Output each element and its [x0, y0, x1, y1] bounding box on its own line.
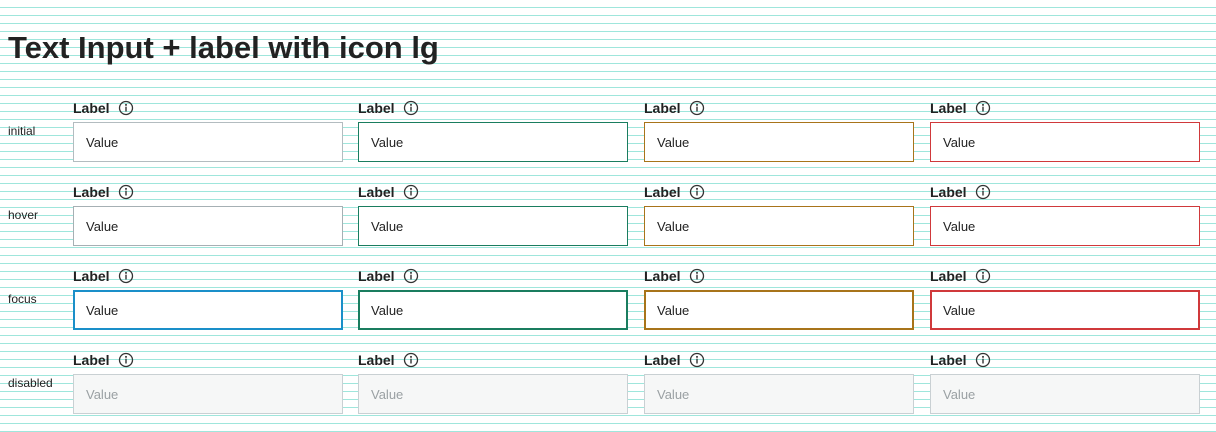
field-hover-warning: Label Value — [644, 182, 914, 246]
text-input[interactable]: Value — [73, 122, 343, 162]
field-label: Label — [644, 268, 681, 284]
text-input[interactable]: Value — [644, 122, 914, 162]
field-label: Label — [73, 100, 110, 116]
info-circle-icon[interactable] — [118, 100, 134, 116]
text-input[interactable]: Value — [73, 206, 343, 246]
field-disabled-default: Label Value — [73, 350, 343, 414]
text-input[interactable]: Value — [358, 206, 628, 246]
info-circle-icon[interactable] — [118, 352, 134, 368]
field-initial-default: Label Value — [73, 98, 343, 162]
field-hover-success: Label Value — [358, 182, 628, 246]
field-label: Label — [358, 268, 395, 284]
field-hover-default: Label Value — [73, 182, 343, 246]
text-input-disabled: Value — [930, 374, 1200, 414]
field-label: Label — [73, 184, 110, 200]
text-input[interactable]: Value — [73, 290, 343, 330]
field-label: Label — [930, 184, 967, 200]
info-circle-icon[interactable] — [975, 100, 991, 116]
info-circle-icon[interactable] — [689, 268, 705, 284]
info-circle-icon[interactable] — [689, 184, 705, 200]
field-label: Label — [73, 352, 110, 368]
info-circle-icon[interactable] — [689, 352, 705, 368]
text-input[interactable]: Value — [930, 290, 1200, 330]
field-label: Label — [644, 184, 681, 200]
info-circle-icon[interactable] — [403, 268, 419, 284]
info-circle-icon[interactable] — [975, 352, 991, 368]
row-label-focus: focus — [8, 292, 37, 306]
text-input[interactable]: Value — [644, 206, 914, 246]
field-label: Label — [358, 184, 395, 200]
info-circle-icon[interactable] — [689, 100, 705, 116]
field-label: Label — [930, 100, 967, 116]
field-label: Label — [358, 100, 395, 116]
info-circle-icon[interactable] — [403, 100, 419, 116]
field-focus-error: Label Value — [930, 266, 1200, 330]
field-disabled-error: Label Value — [930, 350, 1200, 414]
text-input[interactable]: Value — [930, 122, 1200, 162]
info-circle-icon[interactable] — [118, 184, 134, 200]
field-focus-warning: Label Value — [644, 266, 914, 330]
field-label: Label — [644, 100, 681, 116]
text-input-disabled: Value — [358, 374, 628, 414]
row-label-hover: hover — [8, 208, 39, 222]
field-initial-error: Label Value — [930, 98, 1200, 162]
text-input[interactable]: Value — [930, 206, 1200, 246]
text-input[interactable]: Value — [644, 290, 914, 330]
field-disabled-success: Label Value — [358, 350, 628, 414]
text-input[interactable]: Value — [358, 122, 628, 162]
row-label-initial: initial — [8, 124, 36, 138]
text-input-disabled: Value — [73, 374, 343, 414]
field-focus-success: Label Value — [358, 266, 628, 330]
field-initial-success: Label Value — [358, 98, 628, 162]
info-circle-icon[interactable] — [118, 268, 134, 284]
info-circle-icon[interactable] — [403, 184, 419, 200]
text-input-disabled: Value — [644, 374, 914, 414]
field-label: Label — [358, 352, 395, 368]
field-focus-default: Label Value — [73, 266, 343, 330]
field-label: Label — [930, 268, 967, 284]
field-label: Label — [644, 352, 681, 368]
field-label: Label — [73, 268, 110, 284]
info-circle-icon[interactable] — [975, 268, 991, 284]
page-title: Text Input + label with icon lg — [8, 30, 439, 65]
text-input[interactable]: Value — [358, 290, 628, 330]
row-label-disabled: disabled — [8, 376, 53, 390]
info-circle-icon[interactable] — [975, 184, 991, 200]
field-disabled-warning: Label Value — [644, 350, 914, 414]
field-hover-error: Label Value — [930, 182, 1200, 246]
field-initial-warning: Label Value — [644, 98, 914, 162]
info-circle-icon[interactable] — [403, 352, 419, 368]
field-label: Label — [930, 352, 967, 368]
